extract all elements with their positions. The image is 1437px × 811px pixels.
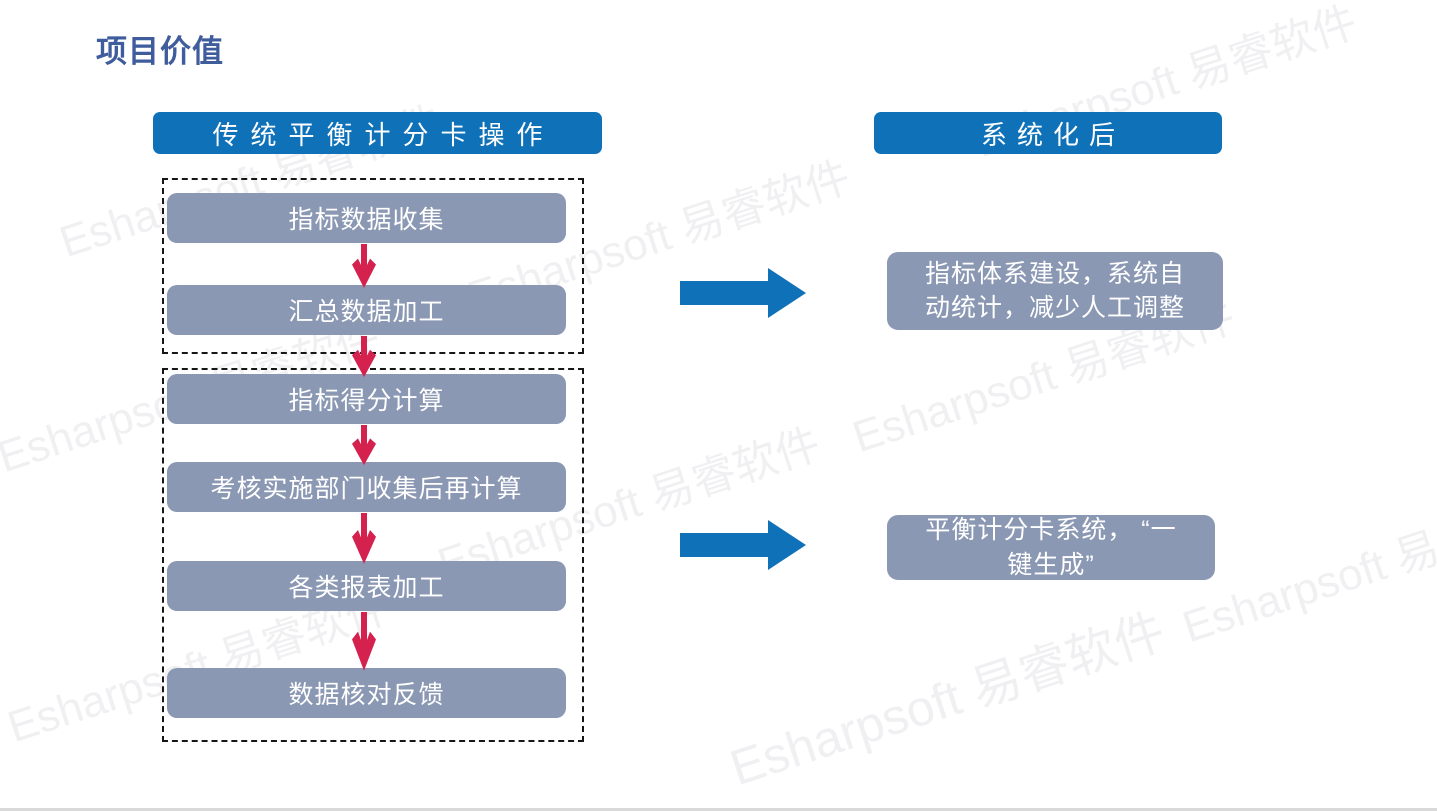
arrow-down-icon: [351, 513, 377, 565]
flow-step-box: 指标得分计算: [167, 374, 566, 424]
arrow-down-icon: [351, 425, 377, 466]
flow-step-box: 各类报表加工: [167, 561, 566, 611]
arrow-right-icon: [680, 519, 807, 571]
arrow-down-icon: [351, 244, 377, 289]
arrow-right-icon: [680, 267, 807, 319]
left-column-header: 传统平衡计分卡操作: [153, 112, 602, 154]
arrow-down-icon: [351, 336, 377, 378]
right-column-header: 系统化后: [874, 112, 1222, 154]
bottom-divider: [0, 808, 1437, 811]
watermark-text: Esharpsoft 易睿软件: [723, 602, 1172, 797]
flow-step-box: 汇总数据加工: [167, 285, 566, 335]
arrow-down-icon: [351, 612, 377, 672]
dashed-group-frame-2: [162, 368, 584, 742]
page-title: 项目价值: [96, 34, 224, 69]
result-box: 指标体系建设，系统自 动统计，减少人工调整: [887, 252, 1223, 330]
flow-step-box: 指标数据收集: [167, 193, 566, 243]
flow-step-box: 数据核对反馈: [167, 668, 566, 718]
result-box: 平衡计分卡系统， “一 键生成”: [887, 515, 1215, 580]
flow-step-box: 考核实施部门收集后再计算: [167, 462, 566, 512]
